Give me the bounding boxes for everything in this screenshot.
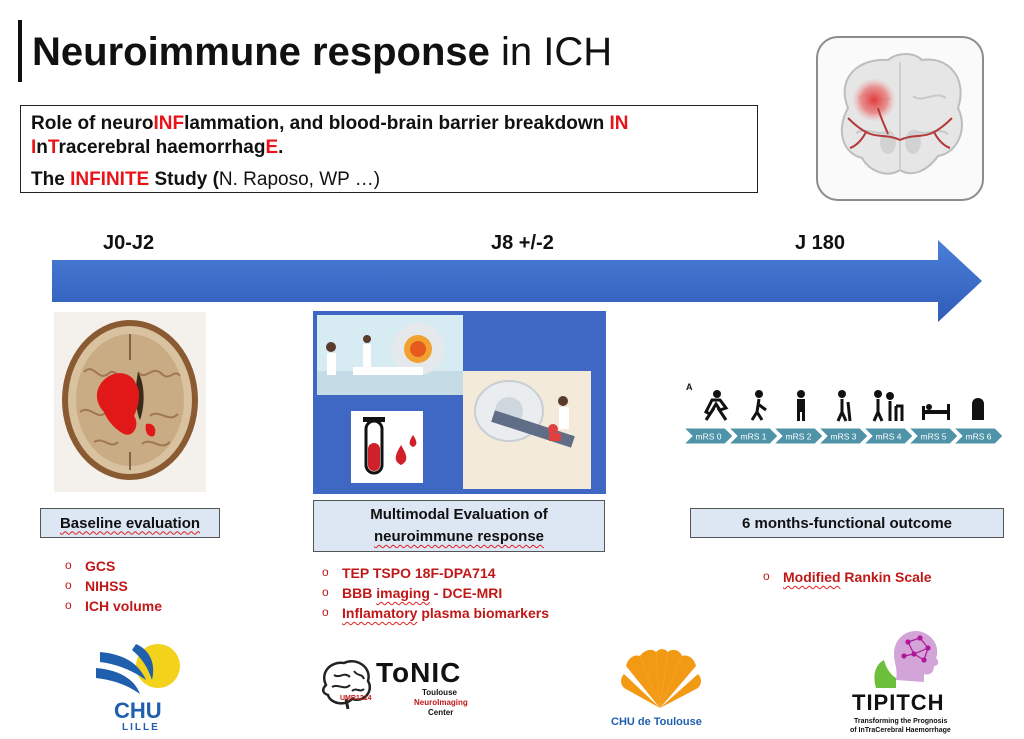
- mrs-step-chevron: [952, 427, 1004, 445]
- brain-hemorrhage-icon: [840, 53, 963, 175]
- chu-toulouse-shell-icon: [621, 649, 701, 708]
- mrs-steps: mRS 0 mRS 1 mRS 2 mRS 3 mRS 4 mRS 5 mRS 6: [682, 427, 1004, 445]
- mrs-step-chevron: [817, 427, 869, 445]
- multimodal-items: TEP TSPO 18F-DPA714 BBB imaging - DCE-MR…: [320, 562, 549, 623]
- study-text-red: I: [31, 137, 37, 158]
- mrs-step-chevron: [682, 427, 734, 445]
- tonic-umr: UMR1214: [340, 695, 372, 702]
- tipitch-sub2: of InTraCerebral Haemorrhage: [850, 727, 951, 734]
- section-label-multimodal: Multimodal Evaluation of neuroimmune res…: [313, 500, 605, 552]
- timeline-arrow: [52, 240, 982, 322]
- chu-lille-name: CHU: [114, 698, 162, 723]
- chu-lille-logo: CHU LILLE: [92, 640, 192, 736]
- title-rest: in ICH: [489, 30, 613, 74]
- study-text: n: [36, 137, 48, 158]
- list-item: Inflamatory plasma biomarkers: [320, 602, 549, 623]
- tipitch-sub1: Transforming the Prognosis: [854, 718, 948, 725]
- study-description-box: Role of neuroINFlammation, and blood-bra…: [20, 105, 758, 193]
- mrs-step-chevron: [862, 427, 914, 445]
- mrs-step-label: mRS 5: [921, 432, 947, 442]
- mrs-figure-icons: [703, 390, 984, 422]
- mrs-step-chevron: [772, 427, 824, 445]
- chu-lille-city: LILLE: [122, 722, 160, 733]
- chu-toulouse-name: CHU de Toulouse: [611, 716, 702, 728]
- multimodal-imaging-panel: [313, 311, 606, 494]
- study-line-3: The INFINITE Study (N. Raposo, WP …): [31, 168, 747, 192]
- list-item: GCS: [63, 555, 162, 576]
- tonic-sub1: Toulouse: [422, 688, 457, 697]
- study-text: Study (: [149, 169, 219, 190]
- tipitch-name: TIPITCH: [852, 690, 945, 715]
- tipitch-head-icon: [874, 630, 939, 688]
- section-label-baseline: Baseline evaluation: [40, 508, 220, 538]
- study-text-red: INF: [153, 113, 185, 134]
- tonic-sub2: NeuroImaging: [414, 698, 468, 707]
- title-bold: Neuroimmune response: [32, 30, 490, 74]
- timeline-point-day180: J 180: [795, 232, 846, 254]
- tonic-brain-icon: [322, 660, 371, 710]
- chu-toulouse-logo: CHU de Toulouse: [606, 644, 714, 734]
- list-item: ICH volume: [63, 595, 162, 616]
- tonic-name: ToNIC: [376, 657, 462, 688]
- study-line-1: Role of neuroINFlammation, and blood-bra…: [31, 112, 747, 136]
- timeline-point-baseline: J0-J2: [103, 232, 155, 254]
- section-label-text: Baseline evaluation: [59, 514, 201, 532]
- list-item: Modified Rankin Scale: [761, 566, 932, 587]
- mrs-step-label: mRS 1: [741, 432, 767, 442]
- study-text-red: T: [47, 137, 59, 158]
- mrs-step-chevron: [907, 427, 959, 445]
- tonic-sub3: Center: [428, 708, 454, 717]
- study-text: .: [278, 137, 284, 158]
- mrs-step-label: mRS 6: [966, 432, 992, 442]
- tipitch-logo: TIPITCH Transforming the Prognosis of In…: [842, 624, 972, 736]
- title-accent-bar: [18, 20, 22, 82]
- study-text-red: IN: [609, 113, 629, 134]
- baseline-items: GCS NIHSS ICH volume: [63, 555, 162, 616]
- ct-scan-image: [54, 312, 206, 492]
- modified-rankin-scale-figure: A mRS 0 mRS 1 mRS 2 mRS 3 mRS 4 mRS 5 mRS 6: [682, 382, 1004, 445]
- mrs-panel-letter: A: [686, 382, 693, 392]
- list-item: TEP TSPO 18F-DPA714: [320, 562, 549, 583]
- timeline-point-day8: J8 +/-2: [491, 232, 554, 254]
- study-text-red: E: [265, 137, 279, 158]
- study-text: Role of neuro: [31, 113, 154, 134]
- mrs-step-label: mRS 3: [831, 432, 857, 442]
- outcome-items: Modified Rankin Scale: [761, 566, 932, 587]
- chu-lille-emblem-icon: [96, 644, 180, 694]
- mrs-step-label: mRS 2: [786, 432, 812, 442]
- section-label-text: 6 months-functional outcome: [742, 514, 952, 532]
- study-text: racerebral haemorrhag: [58, 137, 266, 158]
- tonic-logo: UMR1214 ToNIC Toulouse NeuroImaging Cent…: [316, 655, 476, 719]
- study-text: The: [31, 169, 71, 190]
- study-line-2: InTracerebral haemorrhagE.: [31, 136, 747, 160]
- mrs-step-chevron: [727, 427, 779, 445]
- section-label-outcome: 6 months-functional outcome: [690, 508, 1004, 538]
- study-text: lammation, and blood-brain barrier break…: [184, 113, 610, 134]
- section-label-text: neuroimmune response: [373, 528, 545, 545]
- study-name: INFINITE: [70, 169, 150, 190]
- section-label-text: Multimodal Evaluation of: [370, 506, 548, 523]
- imaging-illustrations: [317, 315, 591, 489]
- brain-illustration-card: [816, 36, 984, 201]
- mrs-step-label: mRS 4: [876, 432, 902, 442]
- list-item: BBB imaging - DCE-MRI: [320, 582, 549, 603]
- study-authors: N. Raposo, WP …): [218, 169, 381, 190]
- slide-title: Neuroimmune response in ICH: [32, 26, 612, 78]
- mrs-step-label: mRS 0: [696, 432, 722, 442]
- list-item: NIHSS: [63, 575, 162, 596]
